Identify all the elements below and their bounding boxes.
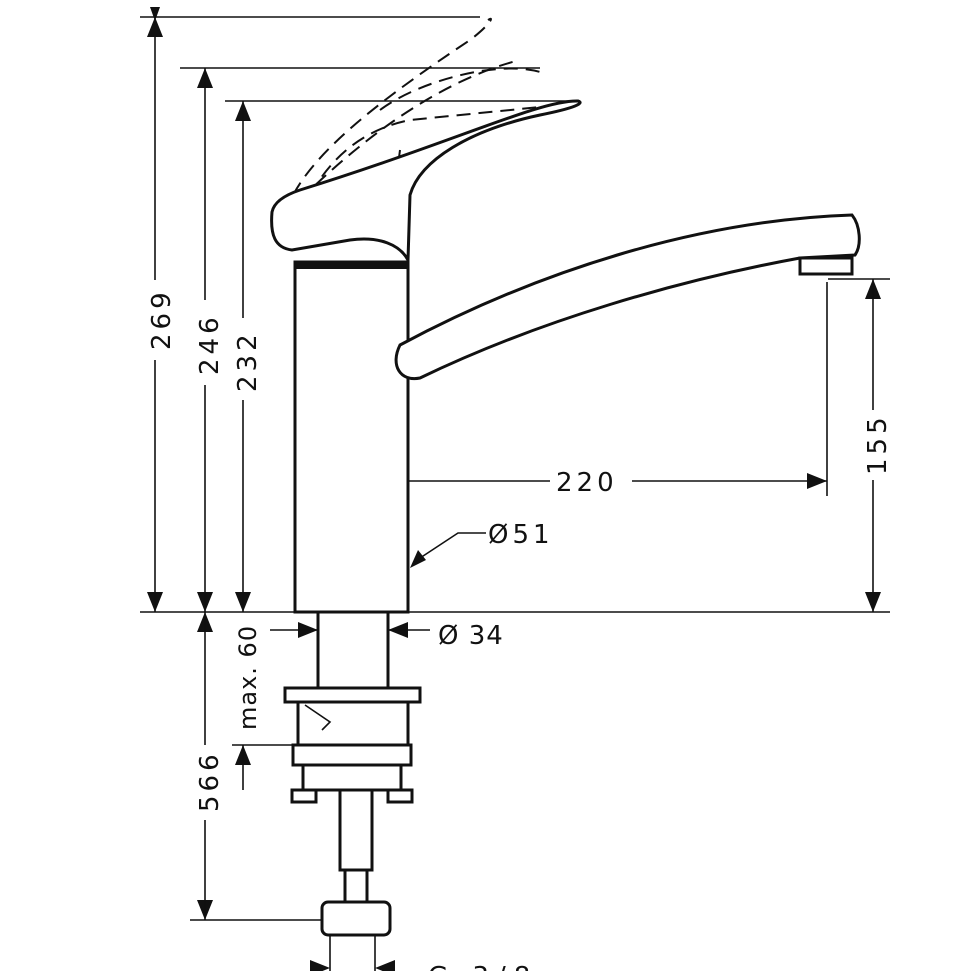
dimension-shank: [270, 622, 430, 638]
label-thread: G 3/8: [428, 962, 538, 971]
dimension-max-60: [235, 745, 251, 790]
mounting-assembly: [283, 610, 422, 937]
label-220: 220: [556, 468, 618, 498]
label-269: 269: [147, 288, 177, 350]
dimension-body-leader: [410, 532, 486, 568]
dimension-thread: [310, 935, 395, 971]
lever-handle: [270, 99, 582, 266]
label-232: 232: [233, 330, 263, 392]
dimension-246: [197, 68, 213, 612]
faucet-body: [293, 260, 410, 614]
label-max-60: max. 60: [234, 625, 262, 730]
label-shank-diameter: Ø 34: [438, 621, 504, 651]
label-246: 246: [195, 313, 225, 375]
dimension-232: [235, 101, 251, 612]
dimension-155: [865, 279, 881, 612]
dimension-566: [197, 612, 213, 920]
aerator: [798, 256, 854, 276]
label-566: 566: [195, 750, 225, 812]
spout: [394, 213, 861, 381]
dimension-269: [147, 7, 163, 612]
label-155: 155: [863, 413, 893, 475]
label-body-diameter: Ø51: [488, 520, 554, 550]
extension-lines: [140, 16, 890, 921]
